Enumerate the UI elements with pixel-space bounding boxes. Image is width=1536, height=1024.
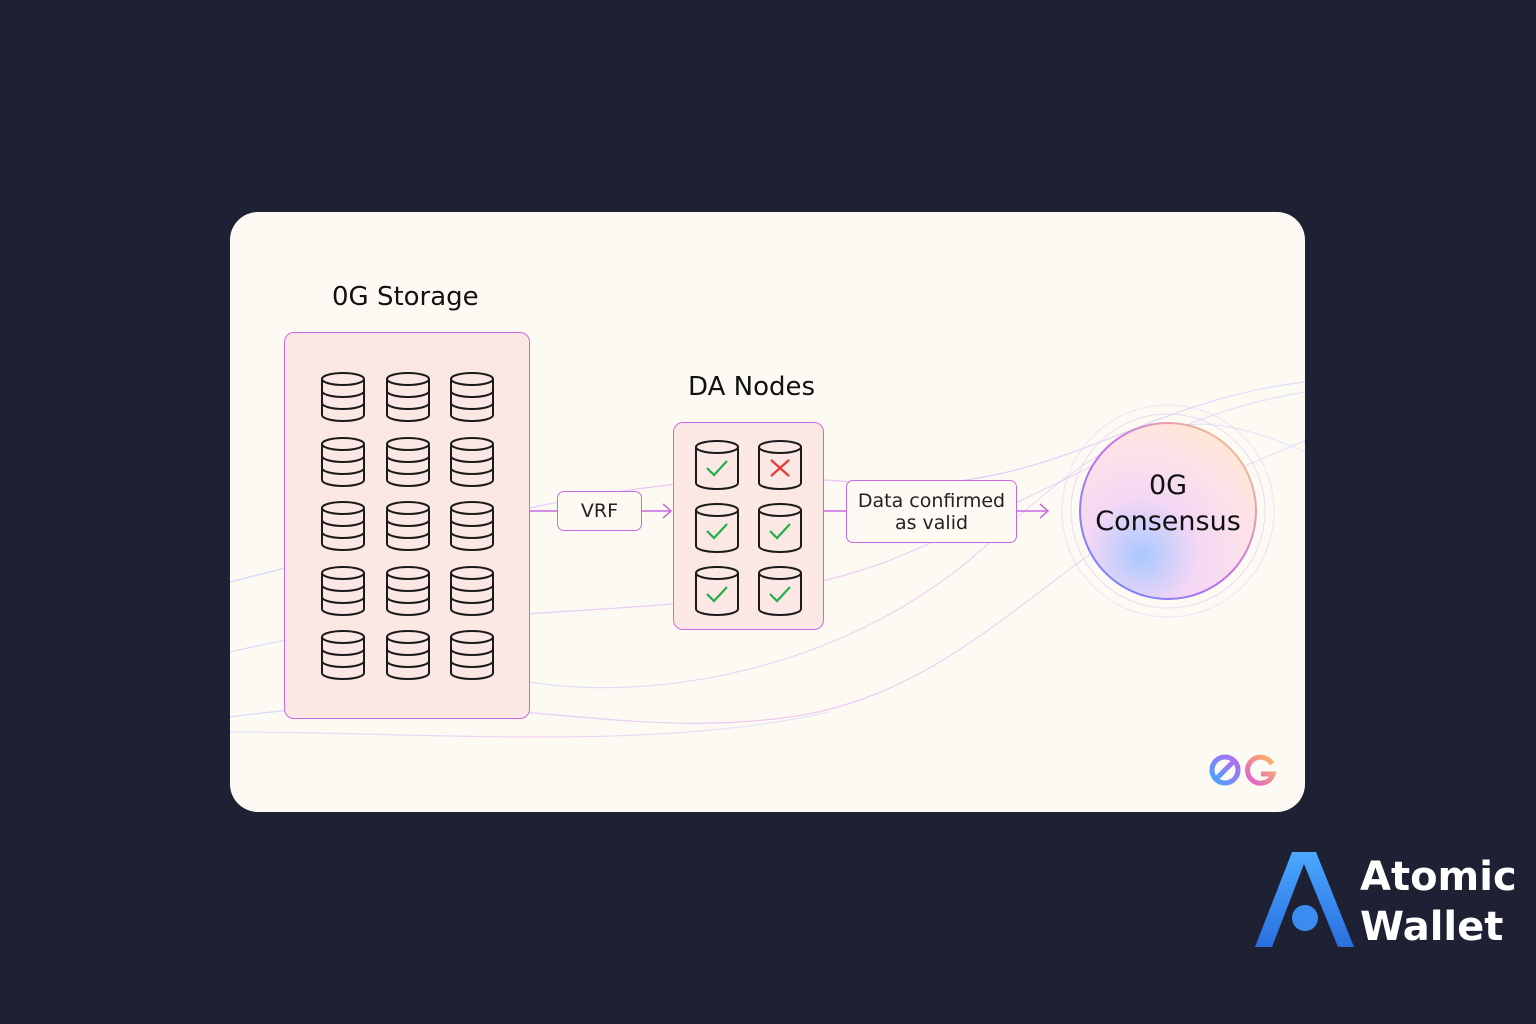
storage-node-icon bbox=[385, 565, 430, 616]
da-node-valid-icon bbox=[695, 440, 739, 490]
storage-node-icon bbox=[321, 372, 365, 422]
storage-node-icon bbox=[321, 565, 365, 616]
data-confirmed-label: Data confirmed as valid bbox=[846, 480, 1017, 543]
atomic-wallet-logo-icon bbox=[1255, 852, 1354, 947]
atomic-wallet-wordmark: Atomic Wallet bbox=[1360, 852, 1517, 952]
storage-node-icon bbox=[385, 501, 430, 551]
atomic-wallet-brand: Atomic Wallet bbox=[1250, 848, 1517, 952]
storage-node-icon bbox=[321, 436, 365, 487]
consensus-label: 0G Consensus bbox=[1058, 468, 1278, 540]
consensus-label-line1: 0G bbox=[1148, 470, 1188, 501]
wordmark-line1: Atomic bbox=[1360, 854, 1517, 900]
da-node-invalid-icon bbox=[758, 440, 802, 490]
wordmark-line2: Wallet bbox=[1360, 904, 1504, 950]
storage-node-icon bbox=[321, 501, 365, 551]
da-nodes-title: DA Nodes bbox=[688, 372, 816, 402]
consensus-label-line2: Consensus bbox=[1095, 506, 1241, 537]
storage-node-group bbox=[284, 332, 530, 719]
da-node-valid-icon bbox=[695, 566, 739, 616]
consensus-orb bbox=[1061, 404, 1275, 618]
storage-node-icon bbox=[385, 372, 430, 422]
da-node-valid-icon bbox=[758, 503, 802, 553]
storage-node-icon bbox=[450, 372, 494, 422]
0g-logo-icon bbox=[1209, 754, 1277, 786]
storage-node-icon bbox=[385, 630, 430, 680]
storage-node-icon bbox=[321, 630, 365, 680]
vrf-label: VRF bbox=[557, 491, 642, 531]
storage-node-icon bbox=[450, 501, 494, 551]
da-node-group bbox=[673, 422, 824, 630]
da-node-valid-icon bbox=[758, 566, 802, 616]
da-node-valid-icon bbox=[695, 503, 739, 553]
storage-node-icon bbox=[385, 436, 430, 487]
storage-node-icon bbox=[450, 565, 494, 616]
storage-node-icon bbox=[450, 436, 494, 487]
storage-title: 0G Storage bbox=[332, 282, 479, 312]
storage-node-icon bbox=[450, 630, 494, 680]
diagram-card: 0G Storage DA Nodes VRF Data confirmed a… bbox=[230, 212, 1305, 812]
